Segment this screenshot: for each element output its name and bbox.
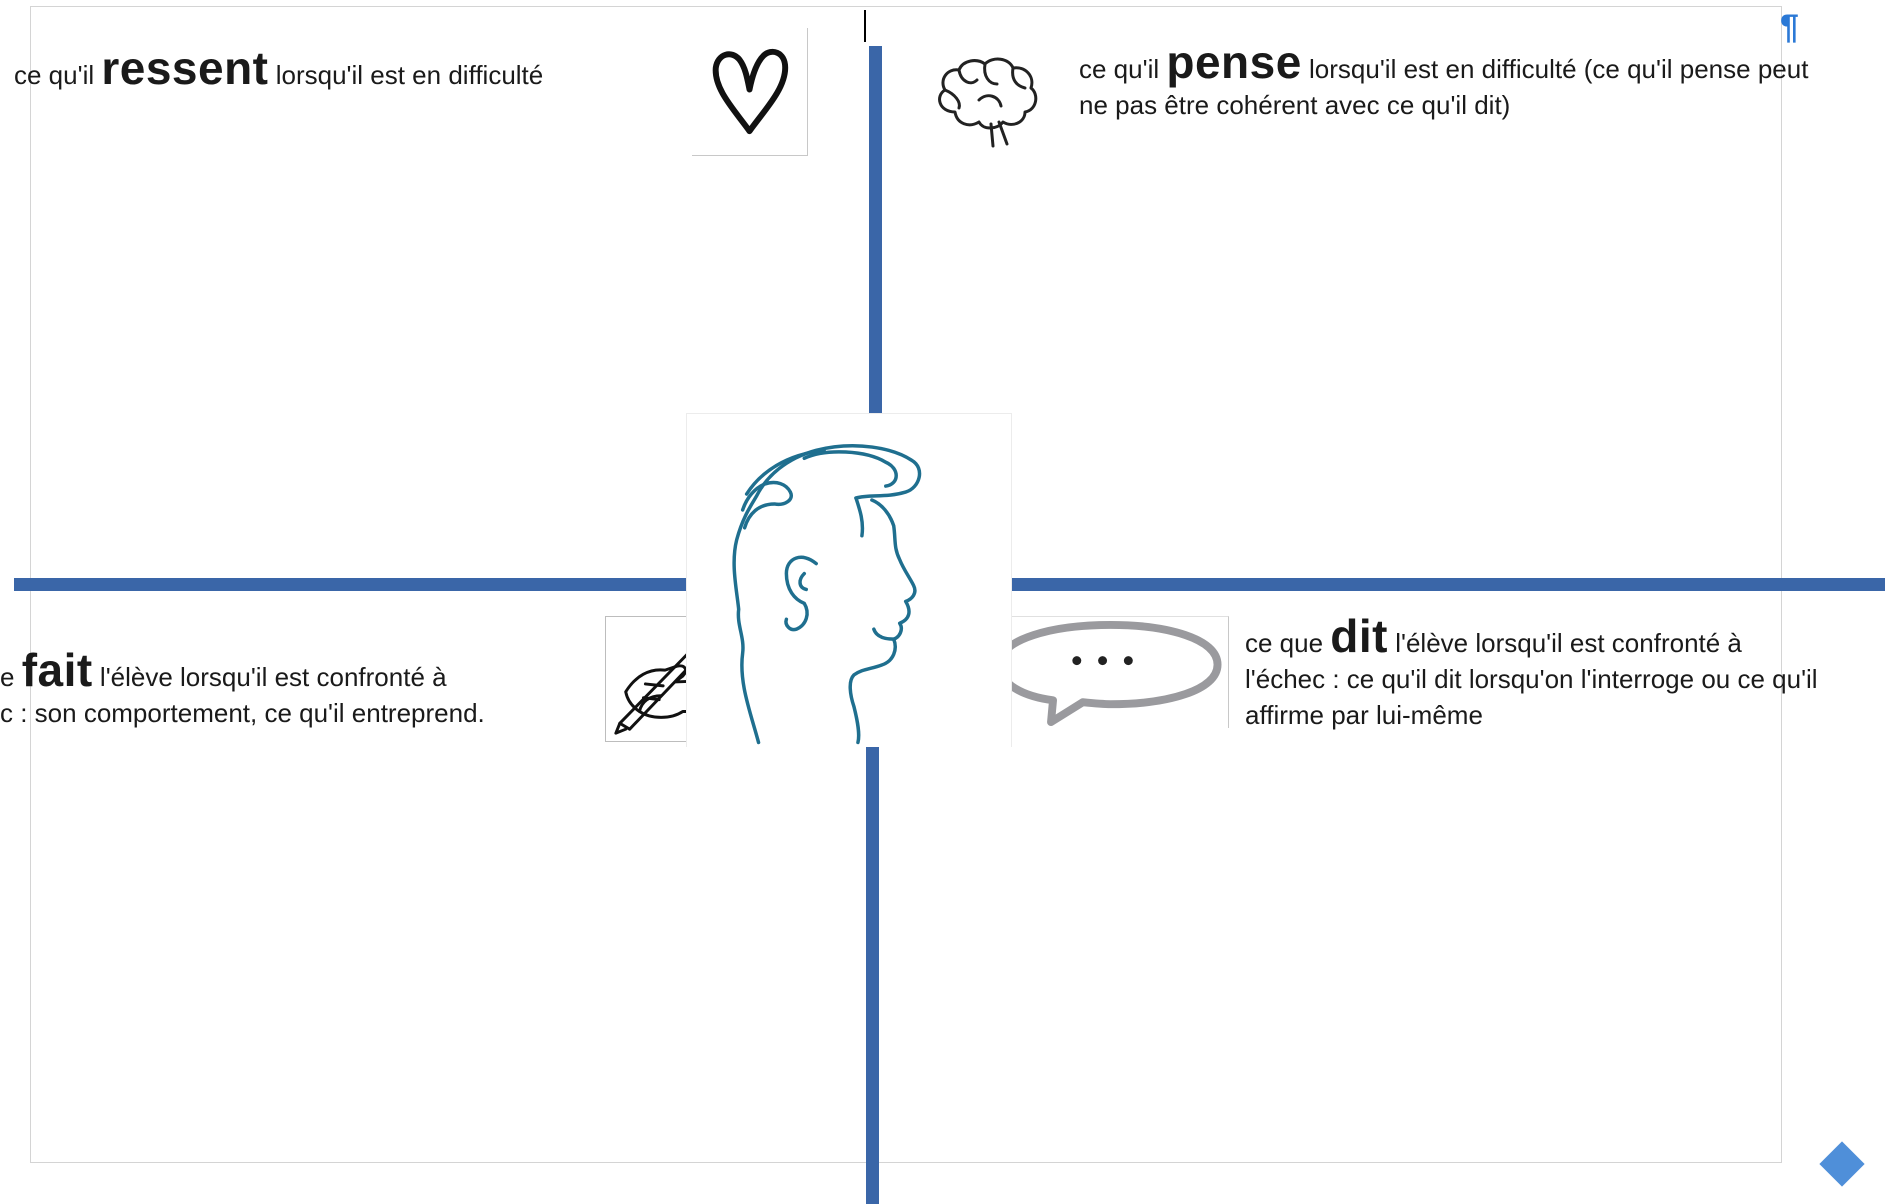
fait-keyword: fait (22, 644, 93, 696)
pense-suffix: lorsqu'il est en difficulté (ce qu'il pe… (1302, 54, 1809, 84)
quadrant-pense-text[interactable]: ce qu'il pense lorsqu'il est en difficul… (1079, 44, 1808, 123)
fait-line2: c : son comportement, ce qu'il entrepren… (0, 695, 485, 731)
dit-line3: affirme par lui-même (1245, 697, 1818, 733)
ressent-prefix: ce qu'il (14, 60, 101, 90)
fait-prefix: e (0, 662, 22, 692)
head-profile-icon[interactable] (686, 413, 1012, 747)
brain-icon[interactable] (925, 50, 1045, 150)
pense-prefix: ce qu'il (1079, 54, 1166, 84)
horizontal-axis-left (14, 578, 688, 591)
ressent-keyword: ressent (101, 42, 268, 94)
pilcrow-mark: ¶ (1780, 10, 1799, 44)
vertical-axis-top (869, 46, 882, 414)
horizontal-axis-right (1011, 578, 1885, 591)
pense-line2: ne pas être cohérent avec ce qu'il dit) (1079, 87, 1808, 123)
diamond-anchor-icon[interactable] (1819, 1141, 1864, 1186)
dit-line2: l'échec : ce qu'il dit lorsqu'on l'inter… (1245, 661, 1818, 697)
quadrant-dit-text[interactable]: ce que dit l'élève lorsqu'il est confron… (1245, 618, 1818, 733)
heart-icon[interactable] (692, 28, 808, 156)
ressent-suffix: lorsqu'il est en difficulté (269, 60, 544, 90)
dit-suffix: l'élève lorsqu'il est confronté à (1388, 628, 1742, 658)
quadrant-ressent-text[interactable]: ce qu'il ressent lorsqu'il est en diffic… (14, 50, 543, 93)
pense-keyword: pense (1166, 36, 1301, 88)
text-cursor (864, 10, 866, 42)
vertical-axis-bottom (866, 747, 879, 1204)
speech-bubble-icon[interactable] (993, 616, 1229, 728)
quadrant-fait-text[interactable]: e fait l'élève lorsqu'il est confronté à… (0, 652, 485, 731)
dit-prefix: ce que (1245, 628, 1330, 658)
dit-keyword: dit (1330, 610, 1388, 662)
fait-suffix: l'élève lorsqu'il est confronté à (93, 662, 447, 692)
